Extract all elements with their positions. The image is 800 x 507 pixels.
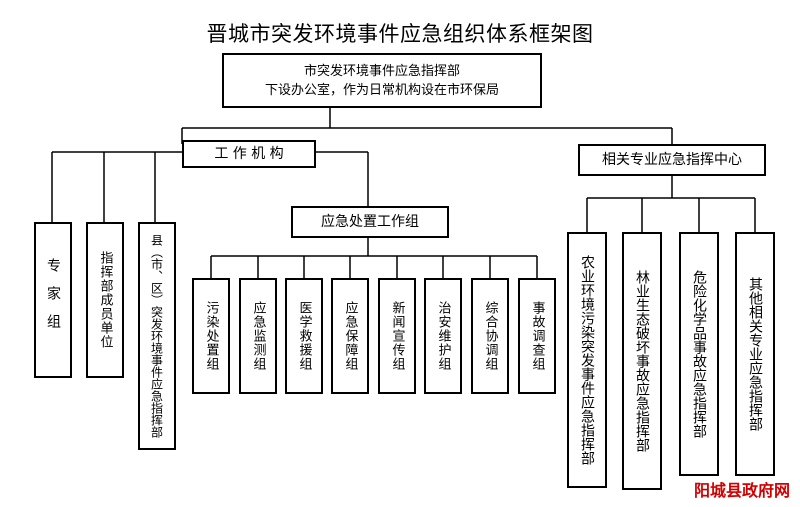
work-org-label: 工 作 机 构 <box>214 145 284 162</box>
team-label: 治安维护组 <box>435 301 451 371</box>
response-group-box: 应急处置工作组 <box>291 206 449 238</box>
center-label: 相关专业应急指挥中心 <box>602 151 742 168</box>
center-box: 相关专业应急指挥中心 <box>578 144 766 176</box>
team-label: 应急保障组 <box>342 301 358 371</box>
root-command-line1: 市突发环境事件应急指挥部 <box>303 63 460 79</box>
member-units-box: 指挥部成员单位 <box>86 222 124 378</box>
team-label: 新闻宣传组 <box>389 301 405 371</box>
member-units-label: 指挥部成员单位 <box>97 251 113 349</box>
agri-command-label: 农业环境污染突发事件应急指挥部 <box>579 255 595 465</box>
site-watermark: 阳城县政府网 <box>693 481 790 500</box>
diagram-title: 晋城市突发环境事件应急组织体系框架图 <box>206 22 594 46</box>
team-label: 综合协调组 <box>482 301 498 371</box>
team-box-medical: 医学救援组 <box>285 278 323 394</box>
agri-command-box: 农业环境污染突发事件应急指挥部 <box>567 232 607 488</box>
work-org-box: 工 作 机 构 <box>182 140 316 168</box>
forestry-command-box: 林业生态破坏事故应急指挥部 <box>622 232 662 490</box>
response-group-label: 应急处置工作组 <box>321 213 419 230</box>
chemical-command-box: 危险化学品事故应急指挥部 <box>679 232 719 476</box>
team-box-security: 治安维护组 <box>424 278 462 394</box>
forestry-command-label: 林业生态破坏事故应急指挥部 <box>634 270 650 452</box>
expert-group-box: 专家组 <box>34 222 72 378</box>
expert-group-label: 专家组 <box>45 258 61 342</box>
root-command-box: 市突发环境事件应急指挥部 下设办公室，作为日常机构设在市环保局 <box>222 53 542 108</box>
team-label: 医学救援组 <box>296 301 312 371</box>
team-label: 污染处置组 <box>203 301 219 371</box>
team-label: 应急监测组 <box>250 301 266 371</box>
county-command-box: 县（市、区）突发环境事件应急指挥部 <box>138 222 176 450</box>
team-box-support: 应急保障组 <box>331 278 369 394</box>
team-box-coordination: 综合协调组 <box>471 278 509 394</box>
county-command-label: 县（市、区）突发环境事件应急指挥部 <box>149 234 164 438</box>
team-box-investigation: 事故调查组 <box>518 278 556 394</box>
root-command-line2: 下设办公室，作为日常机构设在市环保局 <box>264 82 499 98</box>
team-box-monitoring: 应急监测组 <box>239 278 277 394</box>
team-box-pollution: 污染处置组 <box>192 278 230 394</box>
other-command-label: 其他相关专业应急指挥部 <box>747 277 763 431</box>
chemical-command-label: 危险化学品事故应急指挥部 <box>691 270 707 438</box>
other-command-box: 其他相关专业应急指挥部 <box>735 232 775 476</box>
team-label: 事故调查组 <box>529 301 545 371</box>
team-box-news: 新闻宣传组 <box>378 278 416 394</box>
